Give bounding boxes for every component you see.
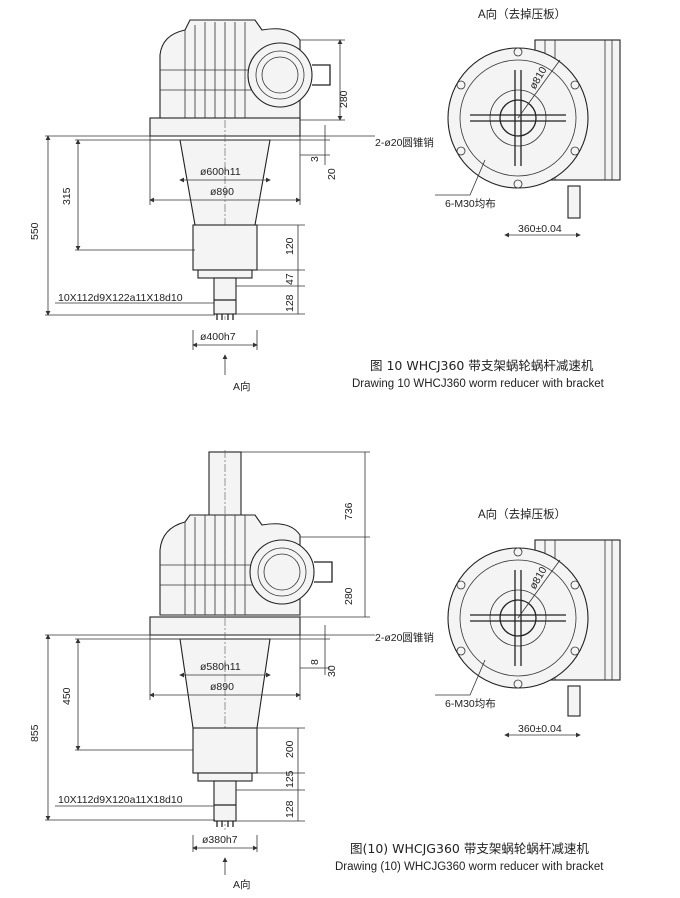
d1-dim-20: 20 — [326, 168, 338, 180]
d1-dim-47: 47 — [284, 273, 296, 285]
d2-caption-en: Drawing (10) WHCJG360 worm reducer with … — [335, 861, 604, 873]
d1-dim-600: ø600h11 — [200, 166, 241, 178]
d2-dim-380: ø380h7 — [202, 834, 238, 846]
drawing2-dimensions: 736 280 8 30 2-ø20圆锥销 855 450 ø580h11 ø8… — [29, 451, 434, 891]
drawing1-dimensions: 280 3 20 2-ø20圆锥销 550 315 ø600h11 ø890 1… — [29, 39, 434, 393]
d1-bolt-label: 6-M30均布 — [445, 198, 496, 210]
d2-pin-label: 2-ø20圆锥销 — [375, 631, 434, 644]
drawing1-side-view — [149, 19, 331, 320]
d2-caption-cn: 图(10) WHCJG360 带支架蜗轮蜗杆减速机 — [350, 841, 589, 856]
d2-dim-30: 30 — [326, 665, 338, 677]
drawing2-side-view — [149, 450, 333, 830]
d1-dim-315: 315 — [61, 187, 73, 205]
d1-dim-400: ø400h7 — [200, 331, 236, 343]
d2-dim-8: 8 — [309, 659, 321, 665]
d1-dim-120: 120 — [284, 237, 296, 255]
d1-dim-128: 128 — [284, 294, 296, 312]
d1-arrow-a: A向 — [233, 380, 251, 393]
d2-dim-125: 125 — [284, 770, 296, 788]
drawing2-a-view: A向（去掉压板） ø810 6-M30均布 360±0.04 — [435, 507, 621, 738]
d2-dim-450: 450 — [61, 687, 73, 705]
d2-arrow-a: A向 — [233, 878, 251, 891]
d1-view-label: A向（去掉压板） — [478, 7, 566, 21]
d2-dim-855: 855 — [29, 724, 41, 742]
d2-dim-360: 360±0.04 — [518, 723, 562, 735]
d1-dim-360: 360±0.04 — [518, 223, 562, 235]
drawing1-a-view: A向（去掉压板） ø810 6-M30均布 360±0.04 — [435, 7, 621, 238]
d2-bolt-label: 6-M30均布 — [445, 698, 496, 710]
d1-pin-label: 2-ø20圆锥销 — [375, 136, 434, 149]
d2-spline-label: 10X112d9X120a11X18d10 — [58, 794, 183, 806]
d1-dim-550: 550 — [29, 222, 41, 240]
d2-dim-280: 280 — [343, 587, 355, 605]
d2-dim-580: ø580h11 — [200, 661, 241, 673]
d1-caption-en: Drawing 10 WHCJ360 worm reducer with bra… — [352, 378, 605, 390]
d1-caption-cn: 图 10 WHCJ360 带支架蜗轮蜗杆减速机 — [370, 358, 594, 373]
d1-spline-label: 10X112d9X122a11X18d10 — [58, 292, 183, 304]
d2-dim-128: 128 — [284, 800, 296, 818]
d2-dim-890: ø890 — [210, 681, 234, 693]
d1-dim-280: 280 — [338, 90, 350, 108]
d2-dim-736: 736 — [343, 502, 355, 520]
d1-dim-3: 3 — [309, 156, 321, 162]
d2-view-label: A向（去掉压板） — [478, 507, 566, 521]
d2-dim-200: 200 — [284, 740, 296, 758]
d1-dim-890: ø890 — [210, 186, 234, 198]
